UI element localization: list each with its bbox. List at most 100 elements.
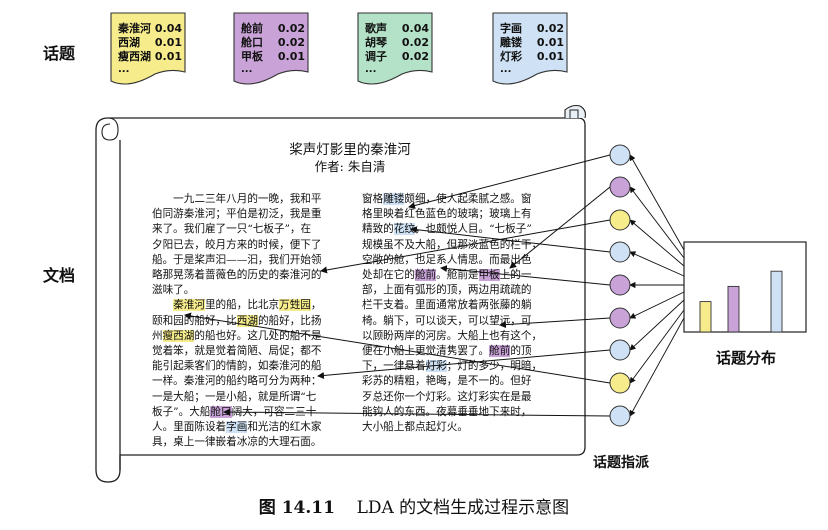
text-segment: 觉着笨，就是觉着简陋、局促；都不 xyxy=(152,345,322,358)
text-line: 彩苏的精粗，艳晦，是不一的。但好 xyxy=(362,374,542,389)
highlighted-word: 舱前 xyxy=(414,269,437,282)
topic-more-ellipsis: ... xyxy=(118,64,130,75)
text-segment: 夕阳已去，皎月方来的时候，便下了 xyxy=(152,238,322,251)
text-segment: 能引起乘客们的情韵，如秦淮河的船 xyxy=(152,360,322,373)
text-segment: 里的船，比北京 xyxy=(204,299,280,312)
highlighted-word: 万甡园 xyxy=(279,299,311,312)
topic-word-prob: 0.02 xyxy=(277,36,305,49)
text-line: 夕阳已去，皎月方来的时候，便下了 xyxy=(152,238,322,253)
text-segment: 彩苏的精粗，艳晦，是不一的。但好 xyxy=(362,375,532,388)
topic-word-row: 灯彩 0.01 xyxy=(500,50,564,64)
text-segment: 格里映着红色蓝色的玻璃；玻璃上有 xyxy=(362,208,532,221)
text-segment: 伯同游秦淮河；平伯是初泛，我是重 xyxy=(152,208,322,221)
text-segment: 和光洁的红木家 xyxy=(247,421,322,434)
topic-word: 灯彩 xyxy=(500,50,522,63)
text-line: 州瘦西湖的船也好。这几处的船不是 xyxy=(152,329,322,344)
highlighted-word: 舱口 xyxy=(210,405,232,418)
text-segment: 一九二三年八月的一晚，我和平 xyxy=(152,193,322,205)
topic-word: 瘦西湖 xyxy=(118,50,151,63)
text-segment: 处却在它的 xyxy=(362,269,415,282)
text-line: 一九二三年八月的一晚，我和平 xyxy=(152,192,322,207)
document-right-column: 窗格雕镂颇细，使人起柔腻之感。窗格里映着红色蓝色的玻璃；玻璃上有精致的花纹，也颇… xyxy=(362,192,542,435)
text-line: 以顾盼两岸的河房。大船上也有这个， xyxy=(362,329,542,344)
topic-word-prob: 0.04 xyxy=(401,22,429,35)
topic-word-prob: 0.01 xyxy=(277,50,305,63)
text-segment: 一是大船；一是小船，就是所谓“七 xyxy=(152,390,317,403)
text-segment: 大小船上都点起灯火。 xyxy=(362,421,468,434)
text-segment: 来了。我们雇了一只“七板子”，在 xyxy=(152,223,312,236)
topic-assignment-label: 话题指派 xyxy=(593,455,649,471)
topic-word-prob: 0.01 xyxy=(154,50,182,63)
text-segment: 规模虽不及大船，但那淡蓝色的栏干， xyxy=(362,238,543,251)
text-line: 大小船上都点起灯火。 xyxy=(362,420,542,435)
topic-word-row: 胡琴 0.02 xyxy=(365,36,429,50)
text-line: 歹总还你一个灯彩。这灯彩实在是最 xyxy=(362,390,542,405)
topic-word: 胡琴 xyxy=(365,36,387,49)
text-line: 具，桌上一律嵌着冰凉的大理石面。 xyxy=(152,435,322,450)
text-segment: 的船好，比扬 xyxy=(257,314,322,327)
topic-word: 雕镂 xyxy=(500,36,522,49)
highlighted-word: 瘦西湖 xyxy=(162,329,195,342)
topic-word: 字画 xyxy=(500,22,522,35)
text-line: 略那晃荡着蔷薇色的历史的秦淮河的 xyxy=(152,268,322,283)
text-line: 处却在它的舱前。舱前是甲板上的一 xyxy=(362,268,542,283)
text-line: 一是大船；一是小船，就是所谓“七 xyxy=(152,390,322,405)
text-line: 栏干支着。里面通常放着两张藤的躺 xyxy=(362,298,542,313)
text-segment: 阔大，可容二三十 xyxy=(231,405,317,418)
figure-number: 图 14.11 xyxy=(258,498,335,518)
topic-distribution-label: 话题分布 xyxy=(716,349,777,367)
text-segment: 能钩人的东西。夜幕垂垂地下来时， xyxy=(362,405,532,418)
text-segment: 略那晃荡着蔷薇色的历史的秦淮河的 xyxy=(152,269,322,282)
text-line: 秦淮河里的船，比北京万甡园， xyxy=(152,298,322,313)
document-left-column: 一九二三年八月的一晚，我和平伯同游秦淮河；平伯是初泛，我是重来了。我们雇了一只“… xyxy=(152,192,322,450)
text-line: 窗格雕镂颇细，使人起柔腻之感。窗 xyxy=(362,192,542,207)
text-segment: 椅。躺下，可以谈天，可以望远，可 xyxy=(362,314,532,327)
topic-word-row: 甲板 0.01 xyxy=(241,50,305,64)
topic-word: 歌声 xyxy=(365,22,387,35)
topic-word-prob: 0.01 xyxy=(536,50,564,63)
topic-word: 舱口 xyxy=(241,36,263,49)
text-line: 一样。秦淮河的船约略可分为两种： xyxy=(152,374,322,389)
document-title: 桨声灯影里的秦淮河 xyxy=(289,142,411,158)
text-segment: 板子”。大船 xyxy=(152,405,211,418)
text-segment: 一样。秦淮河的船约略可分为两种： xyxy=(152,375,322,388)
document-label: 文档 xyxy=(43,266,76,285)
text-line: 来了。我们雇了一只“七板子”，在 xyxy=(152,222,322,237)
topic-more-ellipsis: ... xyxy=(500,64,512,75)
topic-word-prob: 0.01 xyxy=(154,36,182,49)
text-line: 下，一律悬着灯彩；灯的多少，明暗， xyxy=(362,359,542,374)
figure-caption: 图 14.11 LDA 的文档生成过程示意图 xyxy=(0,493,828,518)
text-segment: 的顶 xyxy=(510,345,532,358)
text-line: 伯同游秦淮河；平伯是初泛，我是重 xyxy=(152,207,322,222)
text-segment: 人。里面陈设着 xyxy=(152,421,227,434)
text-segment: 下，一律悬着 xyxy=(362,360,426,373)
text-line: 人。里面陈设着字画和光洁的红木家 xyxy=(152,420,322,435)
text-segment: 滋味了。 xyxy=(152,284,195,297)
topic-more-ellipsis: ... xyxy=(365,64,377,75)
highlighted-word: 花纹 xyxy=(393,223,415,236)
highlighted-word: 雕镂 xyxy=(383,193,405,205)
highlighted-word: 秦淮河 xyxy=(173,299,205,312)
highlighted-word: 西湖 xyxy=(236,314,258,327)
text-segment: 便在小船上更觉清隽罢了。 xyxy=(362,345,490,358)
topic-word: 甲板 xyxy=(241,50,263,63)
text-segment: 歹总还你一个灯彩。这灯彩实在是最 xyxy=(362,390,532,403)
text-segment: 颇细，使人起柔腻之感。窗 xyxy=(404,193,532,205)
text-segment: 窗格 xyxy=(362,193,384,205)
text-line: 颐和园的船好，比西湖的船好，比扬 xyxy=(152,314,322,329)
topic-word: 西湖 xyxy=(118,36,140,49)
text-segment xyxy=(152,299,173,311)
topic-word-row: 西湖 0.01 xyxy=(118,36,182,50)
text-segment: 精致的 xyxy=(362,223,394,236)
text-line: 能引起乘客们的情韵，如秦淮河的船 xyxy=(152,359,322,374)
highlighted-word: 甲板 xyxy=(478,269,500,282)
text-segment: ；灯的多少，明暗， xyxy=(446,360,543,373)
highlighted-word: 灯彩 xyxy=(425,360,447,373)
text-line: 觉着笨，就是觉着简陋、局促；都不 xyxy=(152,344,322,359)
topic-word-prob: 0.02 xyxy=(401,36,429,49)
